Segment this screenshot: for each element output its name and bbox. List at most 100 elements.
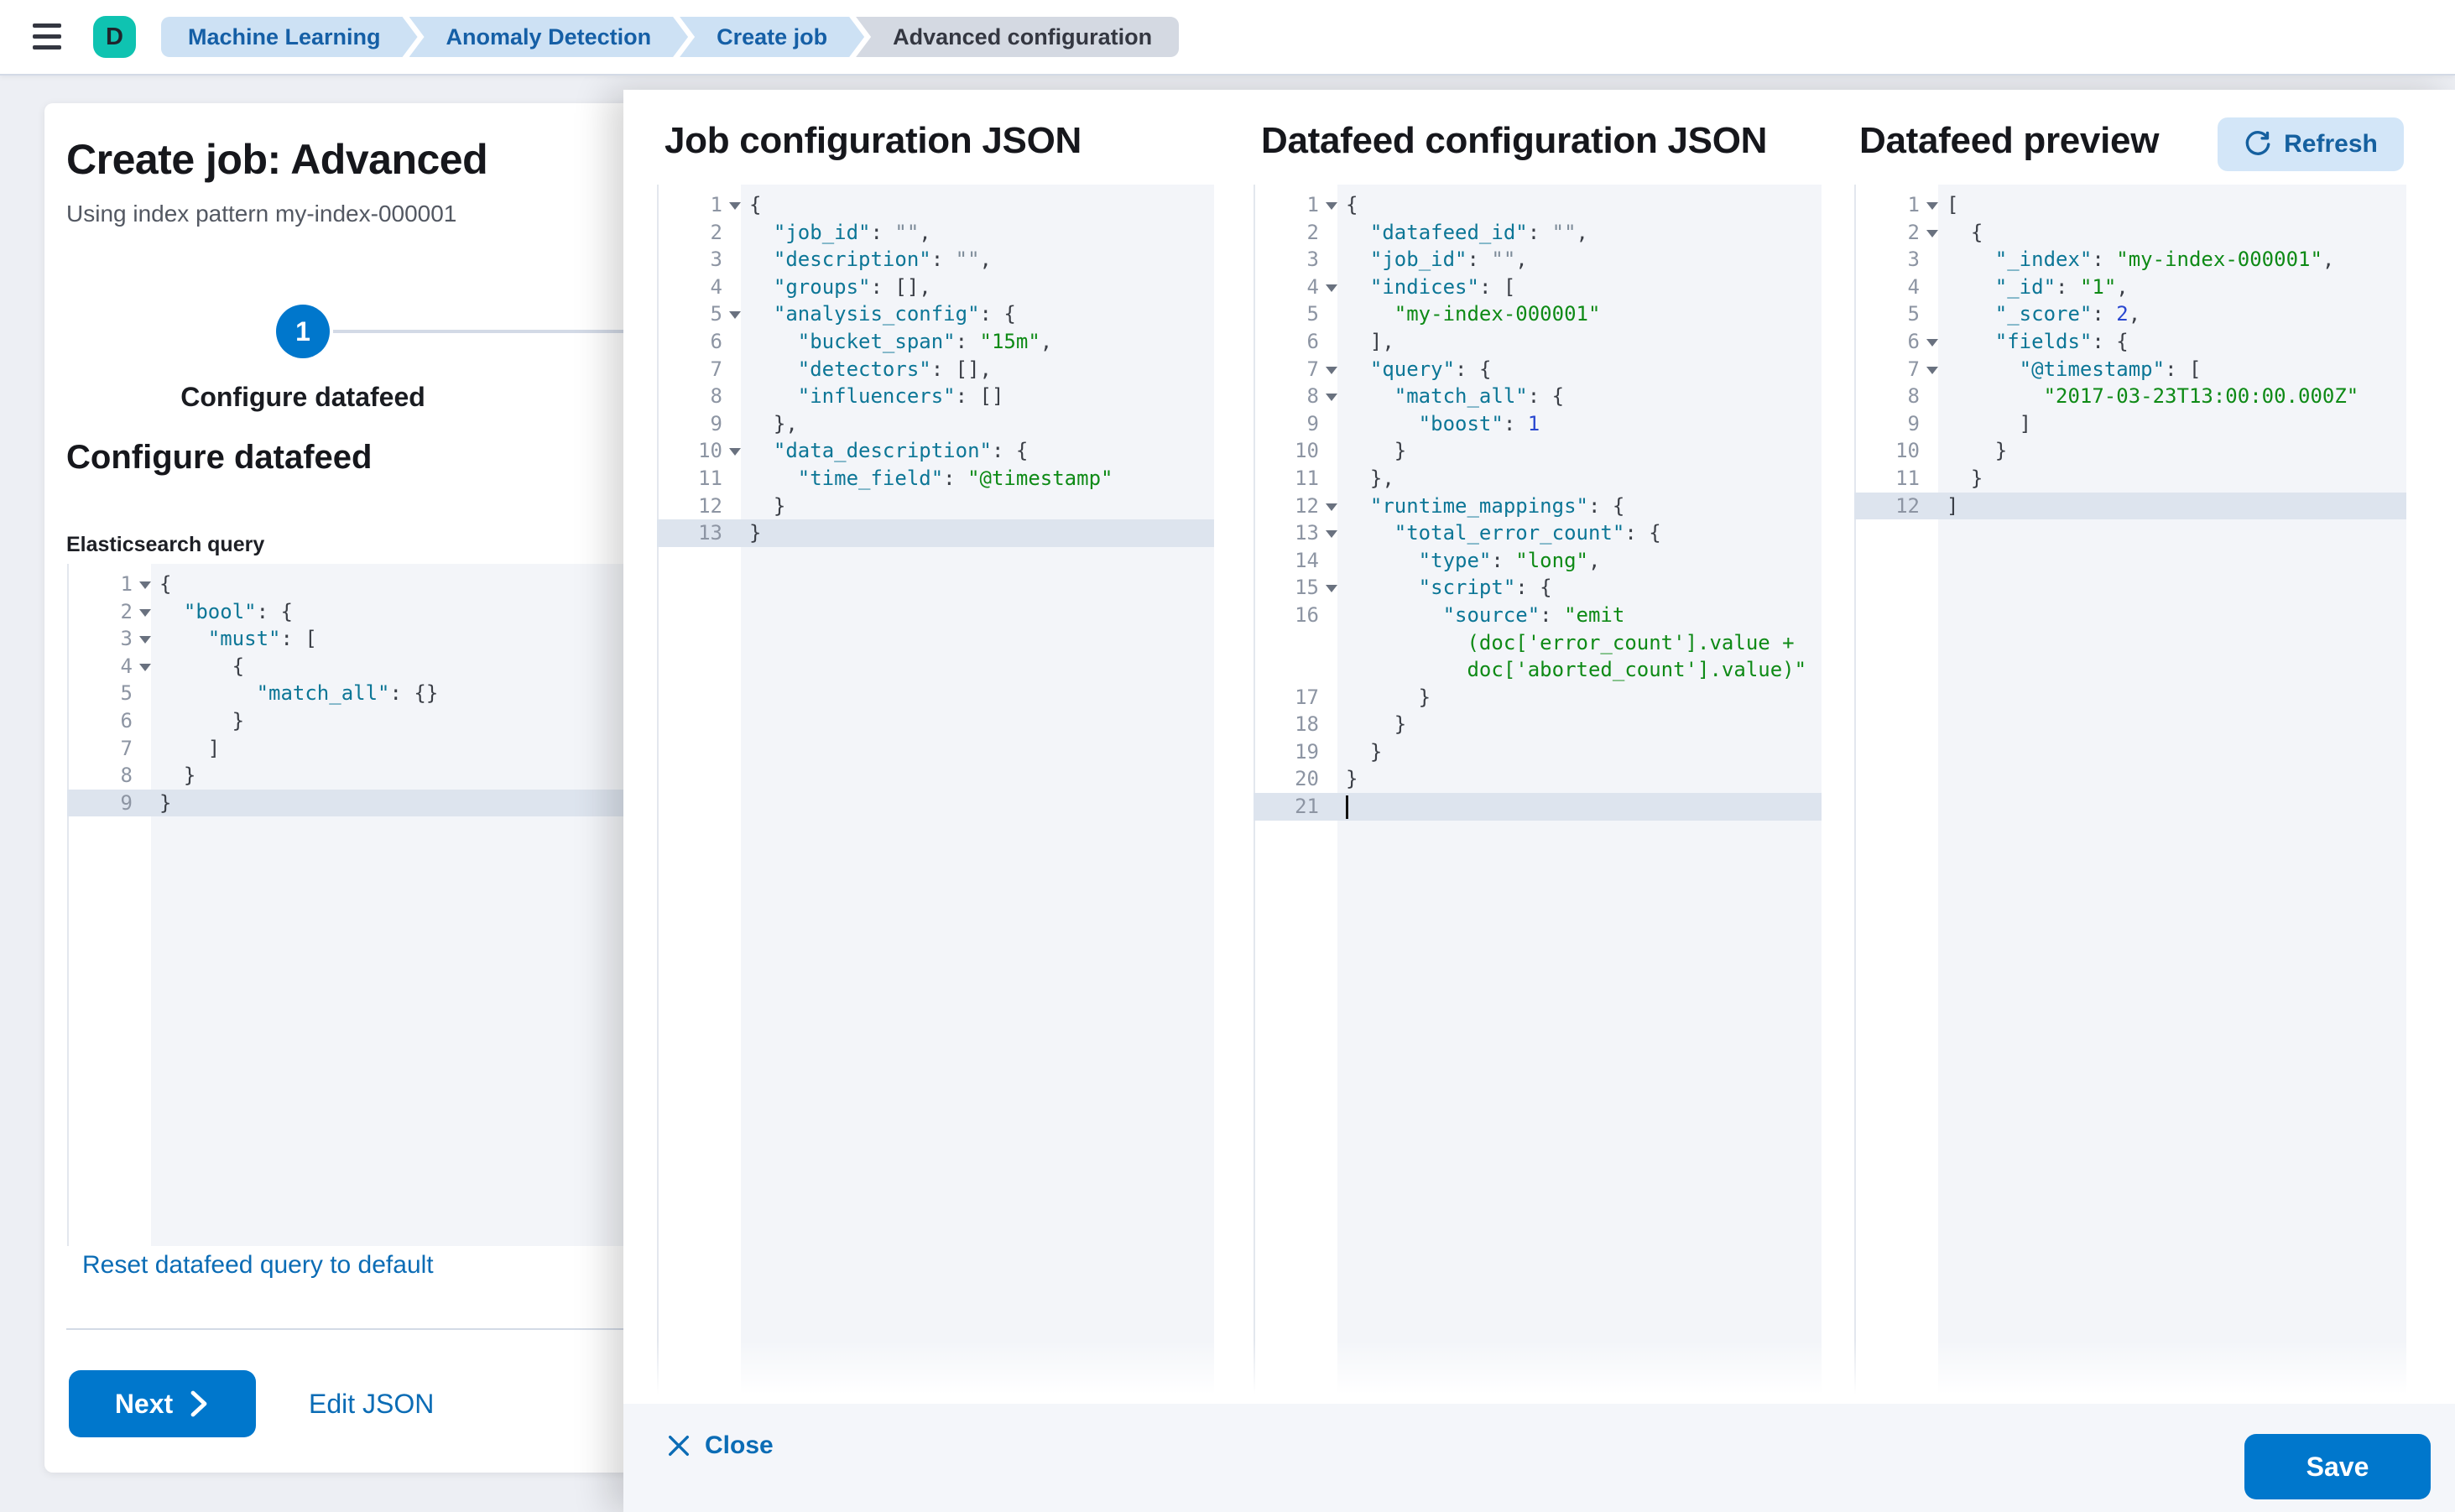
edit-json-button[interactable]: Edit JSON: [309, 1389, 435, 1419]
code-line: 8}: [120, 764, 196, 788]
datafeed-configuration-json-editor[interactable]: 1{2"datafeed_id": "",3"job_id": "",4"ind…: [1254, 185, 1822, 1399]
fold-arrow-icon[interactable]: [1326, 202, 1337, 210]
job-configuration-json-editor[interactable]: 1{2"job_id": "",3"description": "",4"gro…: [657, 185, 1214, 1399]
code-line: 15"script": {: [1295, 576, 1552, 600]
top-header-bar: D Machine Learning Anomaly Detection Cre…: [0, 0, 2455, 76]
code-line: 2"job_id": "",: [710, 220, 931, 244]
save-button[interactable]: Save: [2244, 1434, 2431, 1499]
fold-arrow-icon[interactable]: [139, 581, 151, 589]
code-line: 3"job_id": "",: [1306, 248, 1528, 272]
code-line: 7"detectors": [],: [710, 357, 992, 381]
code-line: 17}: [1295, 685, 1431, 709]
code-line: 11"time_field": "@timestamp": [698, 466, 1113, 490]
wizard-step-connector: [333, 330, 632, 333]
fold-arrow-icon[interactable]: [139, 663, 151, 671]
editor-code-area: [1337, 185, 1822, 1399]
fold-arrow-icon[interactable]: [729, 202, 741, 210]
code-line: 13"total_error_count": {: [1295, 521, 1661, 545]
datafeed-preview-editor[interactable]: 1[2{3"_index": "my-index-000001",4"_id":…: [1854, 185, 2406, 1399]
code-line: 21: [1254, 793, 1822, 821]
advanced-configuration-flyout: Job configuration JSON Datafeed configur…: [623, 90, 2455, 1512]
reset-datafeed-query-link[interactable]: Reset datafeed query to default: [82, 1251, 434, 1279]
code-line: 16"source": "emit: [1295, 602, 1625, 627]
code-line: 1{: [710, 193, 762, 216]
fold-arrow-icon[interactable]: [1326, 530, 1337, 539]
datafeed-preview-title: Datafeed preview: [1859, 120, 2160, 161]
fold-arrow-icon[interactable]: [1926, 366, 1938, 374]
editor-gutter: [657, 185, 743, 1399]
editor-lines: 1{2"bool": {3"must": [4{5"match_all": {}…: [67, 564, 632, 817]
code-line: 7"query": {: [1306, 357, 1492, 381]
code-line: 6"bucket_span": "15m",: [710, 329, 1053, 353]
code-line: 18}: [1295, 712, 1407, 737]
wizard-step-number: 1: [295, 315, 310, 347]
code-line: 5"match_all": {}: [120, 681, 439, 706]
refresh-icon: [2245, 131, 2270, 155]
elasticsearch-query-label: Elasticsearch query: [66, 533, 265, 556]
next-button-label: Next: [114, 1388, 174, 1419]
code-line: 11},: [1295, 466, 1394, 490]
fold-arrow-icon[interactable]: [1326, 585, 1337, 593]
code-line: 20}: [1295, 767, 1358, 791]
breadcrumb-machine-learning[interactable]: Machine Learning: [161, 17, 418, 57]
wizard-step-1[interactable]: 1: [276, 305, 330, 358]
create-job-card: Create job: Advanced Using index pattern…: [44, 103, 632, 1473]
next-button[interactable]: Next: [69, 1370, 256, 1437]
code-line: 1{: [1306, 193, 1358, 216]
text-cursor: [1346, 795, 1348, 820]
code-line: 9"boost": 1: [1306, 411, 1540, 435]
fold-arrow-icon[interactable]: [1326, 394, 1337, 402]
space-avatar[interactable]: D: [93, 16, 136, 58]
breadcrumb-anomaly-detection[interactable]: Anomaly Detection: [409, 17, 689, 57]
code-line: 19}: [1295, 739, 1383, 764]
code-line: 12]: [1854, 492, 2406, 520]
close-button-label: Close: [705, 1431, 774, 1459]
flyout-footer: Close Save: [623, 1404, 2455, 1512]
fold-arrow-icon[interactable]: [1326, 284, 1337, 292]
close-button[interactable]: Close: [661, 1431, 779, 1461]
menu-icon[interactable]: [33, 23, 61, 50]
fold-arrow-icon[interactable]: [1926, 229, 1938, 237]
wizard-step-label: Configure datafeed: [180, 382, 425, 412]
code-line: 7"@timestamp": [: [1907, 357, 2202, 381]
datafeed-configuration-json-title: Datafeed configuration JSON: [1261, 120, 1768, 161]
breadcrumb-label: Machine Learning: [188, 23, 381, 50]
code-line: 6],: [1306, 329, 1394, 353]
code-line: 2"bool": {: [120, 599, 293, 623]
code-line: 8"influencers": []: [710, 384, 1004, 409]
elasticsearch-query-editor[interactable]: 1{2"bool": {3"must": [4{5"match_all": {}…: [67, 564, 632, 1246]
fold-arrow-icon[interactable]: [1926, 202, 1938, 210]
code-line: 6"fields": {: [1907, 329, 2129, 353]
editor-gutter: [1854, 185, 1940, 1399]
editor-lines: 1{2"job_id": "",3"description": "",4"gro…: [657, 185, 1214, 547]
code-line: 4"_id": "1",: [1907, 274, 2129, 299]
breadcrumb-label: Advanced configuration: [893, 23, 1153, 50]
code-line: 13}: [657, 519, 1214, 547]
fold-arrow-icon[interactable]: [1326, 503, 1337, 511]
section-heading-configure-datafeed: Configure datafeed: [66, 439, 373, 476]
code-line: 3"_index": "my-index-000001",: [1907, 248, 2335, 272]
editor-gutter: [1254, 185, 1339, 1399]
chevron-right-icon: [190, 1390, 207, 1417]
fold-arrow-icon[interactable]: [729, 311, 741, 320]
code-line: 5"my-index-000001": [1306, 302, 1601, 326]
fold-arrow-icon[interactable]: [139, 608, 151, 617]
breadcrumb-create-job[interactable]: Create job: [680, 17, 864, 57]
code-line: 1[: [1907, 193, 1959, 216]
code-line: 10}: [1295, 439, 1407, 463]
breadcrumb-current-advanced-configuration: Advanced configuration: [856, 17, 1180, 57]
card-divider: [66, 1328, 632, 1330]
fold-arrow-icon[interactable]: [1326, 366, 1337, 374]
fold-arrow-icon[interactable]: [139, 636, 151, 644]
code-line: 9},: [710, 411, 798, 435]
refresh-button[interactable]: Refresh: [2218, 117, 2404, 171]
code-line: 1{: [120, 572, 172, 596]
page-title: Create job: Advanced: [66, 136, 488, 183]
index-pattern-subtitle: Using index pattern my-index-000001: [66, 201, 457, 227]
code-line: 5"_score": 2,: [1907, 302, 2141, 326]
code-line: 11}: [1895, 466, 1983, 490]
fold-arrow-icon[interactable]: [1926, 338, 1938, 347]
fold-arrow-icon[interactable]: [729, 448, 741, 456]
code-line: 3"must": [: [120, 627, 317, 651]
